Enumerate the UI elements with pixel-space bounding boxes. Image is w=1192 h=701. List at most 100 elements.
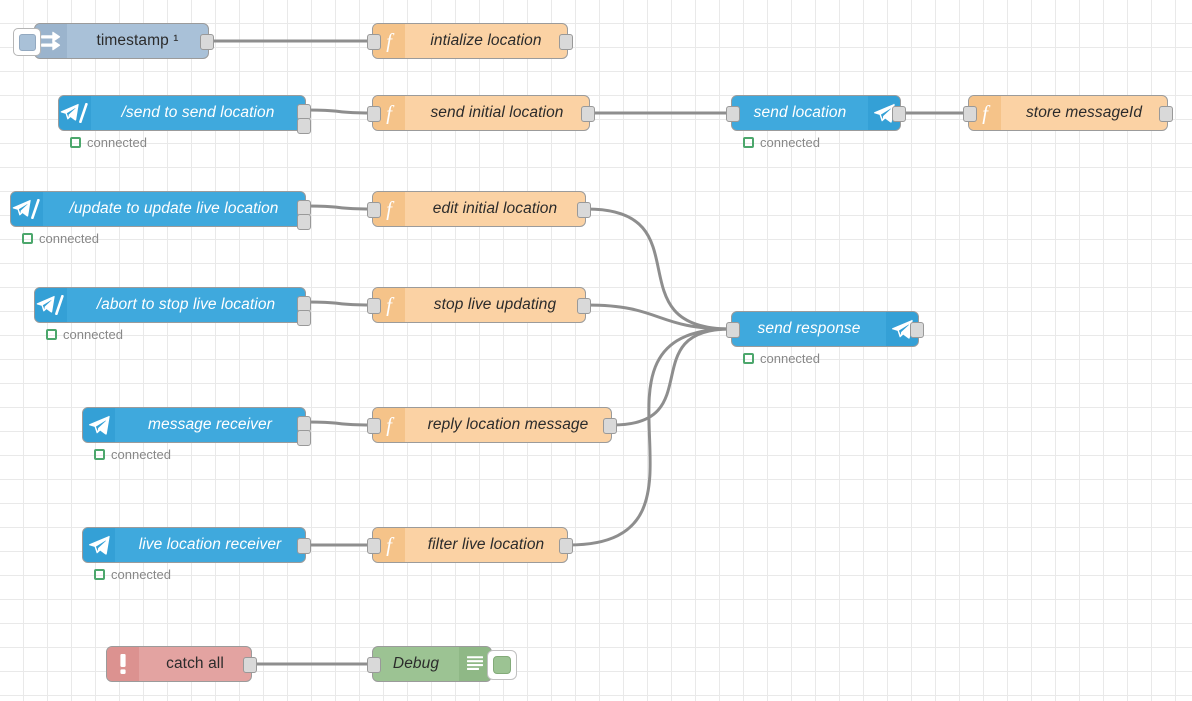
node-label: store messageId [1025, 104, 1143, 121]
output-port-2[interactable] [297, 214, 311, 230]
svg-text:f: f [982, 102, 991, 124]
input-port[interactable] [367, 106, 381, 122]
output-port[interactable] [577, 202, 591, 218]
output-port[interactable] [559, 538, 573, 554]
output-port[interactable] [603, 418, 617, 434]
output-port[interactable] [243, 657, 257, 673]
output-port-2[interactable] [297, 118, 311, 134]
status-indicator-icon [46, 329, 57, 340]
input-port[interactable] [963, 106, 977, 122]
node-status: connected [70, 135, 147, 150]
node-timestamp[interactable]: timestamp ¹ [13, 23, 214, 59]
input-port[interactable] [367, 298, 381, 314]
node-stop-live-updating[interactable]: f stop live updating [367, 287, 591, 323]
output-port[interactable] [581, 106, 595, 122]
node-label: /abort to stop live location [96, 296, 276, 313]
input-port[interactable] [726, 322, 740, 338]
telegram-command-icon [35, 288, 67, 322]
node-body: /update to update live location [11, 192, 305, 226]
node-label: reply location message [427, 416, 589, 433]
node-body: f reply location message [373, 408, 611, 442]
node-body: live location receiver [83, 528, 305, 562]
node-body: message receiver [83, 408, 305, 442]
node-message-receiver[interactable]: message receiver [82, 407, 311, 446]
output-port[interactable] [297, 538, 311, 554]
input-port[interactable] [367, 657, 381, 673]
telegram-plane-icon [83, 528, 115, 562]
node-label: /send to send location [121, 104, 275, 121]
input-port[interactable] [367, 538, 381, 554]
node-status: connected [46, 327, 123, 342]
debug-lines-icon [459, 647, 491, 681]
input-port[interactable] [726, 106, 740, 122]
svg-text:f: f [386, 102, 395, 124]
output-port[interactable] [577, 298, 591, 314]
status-indicator-icon [70, 137, 81, 148]
status-label: connected [39, 231, 99, 246]
node-update-to-update-live-location[interactable]: /update to update live location [10, 191, 311, 230]
node-send-initial-location[interactable]: f send initial location [367, 95, 595, 131]
node-status: connected [94, 567, 171, 582]
node-live-location-receiver[interactable]: live location receiver [82, 527, 311, 563]
node-body: send location [732, 96, 900, 130]
node-status: connected [94, 447, 171, 462]
output-port[interactable] [1159, 106, 1173, 122]
output-port-2[interactable] [297, 310, 311, 326]
node-label: /update to update live location [69, 200, 279, 217]
node-label: intialize location [430, 32, 542, 49]
svg-text:f: f [386, 534, 395, 556]
wire-send-to-send-location-to-send-initial-location[interactable] [305, 108, 373, 115]
output-port[interactable] [910, 322, 924, 338]
exclamation-icon [107, 647, 139, 681]
output-port[interactable] [892, 106, 906, 122]
input-port[interactable] [367, 202, 381, 218]
node-label: filter live location [427, 536, 545, 553]
node-catch-all[interactable]: catch all [106, 646, 257, 682]
wire-message-receiver-to-reply-location-message[interactable] [305, 420, 373, 427]
debug-toggle-button[interactable] [487, 650, 517, 680]
wire-abort-to-stop-live-location-to-stop-live-updating[interactable] [305, 300, 373, 307]
node-send-location[interactable]: send location [726, 95, 906, 131]
output-port[interactable] [559, 34, 573, 50]
status-label: connected [760, 351, 820, 366]
output-port-2[interactable] [297, 430, 311, 446]
svg-text:f: f [386, 198, 395, 220]
wire-reply-location-message-to-send-response[interactable] [611, 327, 732, 427]
status-indicator-icon [22, 233, 33, 244]
status-label: connected [63, 327, 123, 342]
node-store-messageid[interactable]: f store messageId [963, 95, 1173, 131]
wire-edit-initial-location-to-send-response[interactable] [585, 207, 732, 331]
node-label: stop live updating [433, 296, 557, 313]
output-port[interactable] [200, 34, 214, 50]
node-body: f store messageId [969, 96, 1167, 130]
wire-stop-live-updating-to-send-response[interactable] [585, 303, 732, 331]
svg-text:f: f [386, 414, 395, 436]
node-intialize-location[interactable]: f intialize location [367, 23, 573, 59]
node-label: live location receiver [138, 536, 282, 553]
node-send-response[interactable]: send response [726, 311, 924, 347]
input-port[interactable] [367, 418, 381, 434]
status-indicator-icon [94, 449, 105, 460]
node-body: timestamp ¹ [35, 24, 208, 58]
node-abort-to-stop-live-location[interactable]: /abort to stop live location [34, 287, 311, 326]
svg-text:f: f [386, 30, 395, 52]
node-filter-live-location[interactable]: f filter live location [367, 527, 573, 563]
status-indicator-icon [94, 569, 105, 580]
node-status: connected [743, 351, 820, 366]
input-port[interactable] [367, 34, 381, 50]
svg-text:f: f [386, 294, 395, 316]
node-label: send response [757, 320, 861, 337]
node-label: send initial location [430, 104, 564, 121]
node-label: timestamp ¹ [96, 32, 179, 49]
node-send-to-send-location[interactable]: /send to send location [58, 95, 311, 134]
node-body: send response [732, 312, 918, 346]
telegram-command-icon [11, 192, 43, 226]
node-reply-location-message[interactable]: f reply location message [367, 407, 617, 443]
telegram-command-icon [59, 96, 91, 130]
node-body: f intialize location [373, 24, 567, 58]
wire-update-to-update-live-location-to-edit-initial-location[interactable] [305, 204, 373, 211]
inject-trigger-button[interactable] [13, 28, 41, 56]
node-debug[interactable]: Debug [367, 646, 517, 682]
